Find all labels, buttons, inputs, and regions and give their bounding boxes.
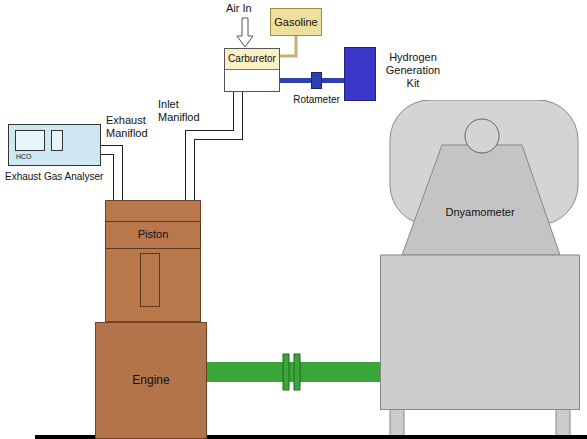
connecting-rod: [140, 253, 160, 307]
machine-leg: [556, 409, 570, 436]
fuel-line: [280, 36, 296, 56]
gasoline-tank: Gasoline: [270, 8, 322, 36]
node-text: HCO: [16, 153, 32, 161]
pipe-bore: [190, 92, 238, 200]
machine-leg: [390, 409, 404, 436]
node-text: Hydrogen Generation Kit: [381, 51, 445, 90]
node-text: Carburetor: [228, 53, 276, 65]
fuel-line: [280, 36, 296, 56]
pipe-bore: [101, 150, 118, 200]
dynamometer: Dnyamometer: [380, 100, 580, 410]
node-text: Gasoline: [274, 16, 317, 29]
coupling-flange: [294, 354, 300, 390]
air-arrow: [237, 18, 253, 47]
inlet-manifold-pipe: [190, 92, 238, 200]
hydrogen-line: [322, 78, 344, 83]
node-text: Rotameter: [293, 94, 340, 106]
rotameter: Rotameter: [311, 72, 322, 89]
dynamometer-base: [381, 255, 580, 410]
cylinder-block: Piston: [105, 200, 201, 322]
part-label: Inlet Maniflod: [158, 98, 210, 124]
analyser-screen: [51, 130, 63, 151]
hydrogen-line: [280, 78, 311, 83]
node-text: Engine: [132, 373, 169, 387]
hydrogen-kit: Hydrogen Generation Kit: [344, 47, 376, 101]
coupling-flange: [283, 354, 289, 390]
analyser-screen: [15, 130, 45, 151]
carburetor-box: Carburetor: [224, 48, 280, 92]
gas-analyser: Exhaust Gas AnalyserHCO: [8, 124, 101, 166]
engine-block: Engine: [95, 322, 207, 439]
pipe-wall: [190, 92, 238, 200]
dynamometer-body: [380, 100, 580, 410]
pipe-wall: [101, 150, 118, 200]
hydrogen-line: [322, 80, 344, 81]
dynamometer-stand: [402, 145, 560, 255]
exhaust-manifold-pipe: [101, 150, 118, 200]
part-label: Exhaust Maniflod: [106, 114, 158, 140]
node-text: Dnyamometer: [445, 206, 514, 219]
dynamometer-dial: [465, 119, 499, 153]
hydrogen-line: [280, 80, 311, 81]
flow-label: Air In: [226, 2, 252, 15]
node-text: Exhaust Gas Analyser: [5, 171, 103, 183]
node-text: Piston: [138, 228, 169, 241]
